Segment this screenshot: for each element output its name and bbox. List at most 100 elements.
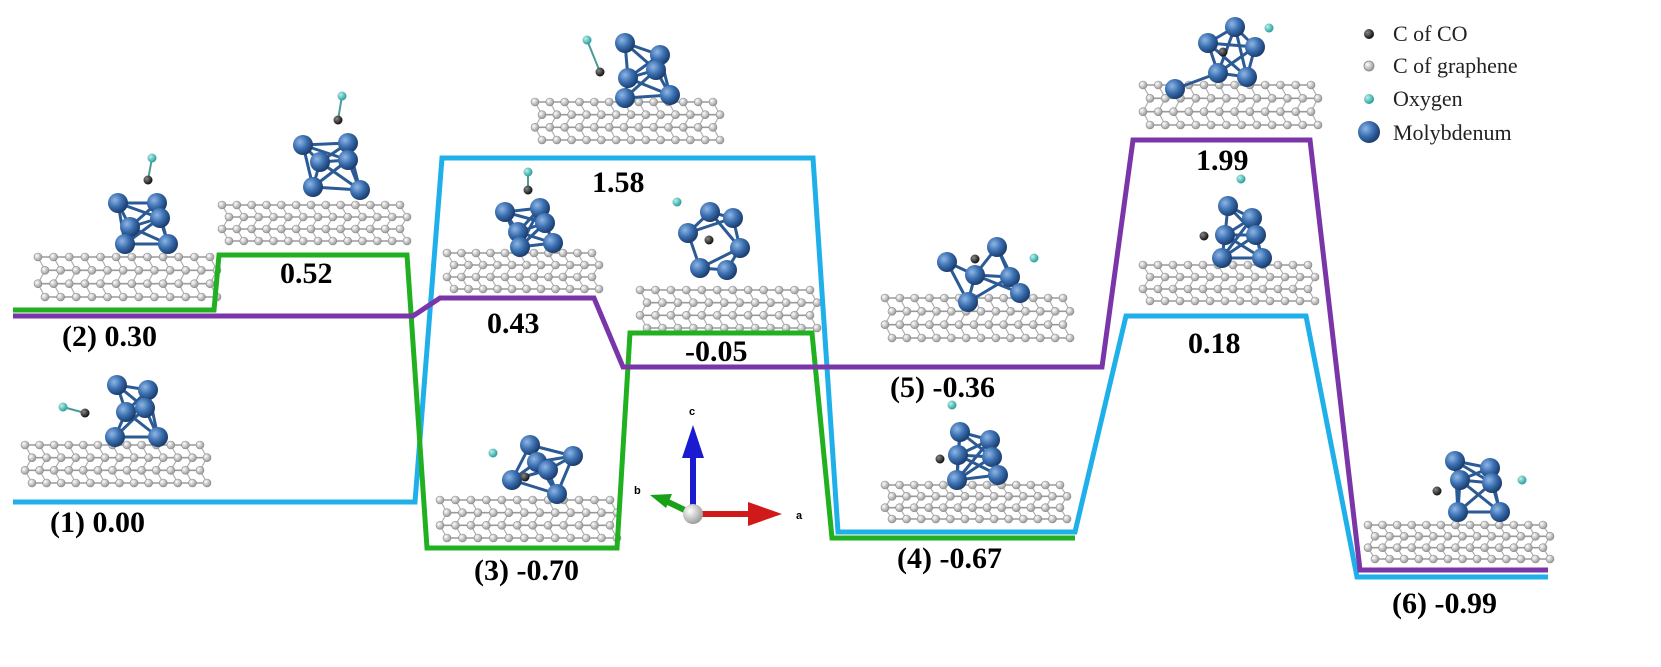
graphene-carbon: [954, 320, 964, 329]
energy-199-label: 1.99: [1196, 144, 1249, 177]
molybdenum-atom: [1218, 196, 1238, 216]
graphene-carbon: [71, 453, 81, 462]
molybdenum-atom: [965, 265, 985, 285]
graphene-carbon: [1252, 120, 1262, 130]
molybdenum-atom: [678, 223, 698, 243]
graphene-carbon: [1545, 532, 1555, 541]
graphene-carbon: [1494, 543, 1504, 552]
molybdenum-atom: [116, 402, 136, 422]
graphene-carbon: [1058, 320, 1068, 329]
graphene-carbon: [1487, 554, 1496, 564]
state-2-label: (2) 0.30: [62, 320, 157, 353]
graphene-carbon: [1222, 120, 1231, 130]
molybdenum-atom: [338, 150, 358, 170]
energy-052-label: 0.52: [280, 257, 333, 290]
graphene-carbon: [887, 492, 897, 501]
graphene-carbon: [1176, 120, 1185, 130]
graphene-carbon: [781, 298, 791, 307]
oxygen-atom: [147, 153, 157, 163]
graphene-carbon: [1310, 296, 1320, 306]
graphene-carbon: [582, 135, 591, 145]
molecular-structures: [20, 17, 1555, 564]
graphene-carbon: [1011, 480, 1021, 490]
graphene-carbon: [1422, 543, 1431, 552]
co-bond: [586, 39, 601, 73]
graphene-carbon: [976, 307, 986, 316]
graphene-carbon: [1378, 520, 1387, 530]
graphene-carbon: [515, 272, 524, 282]
graphene-carbon: [587, 248, 597, 258]
graphene-carbon: [1055, 503, 1065, 512]
graphene-carbon: [750, 298, 760, 307]
graphene-carbon: [989, 492, 999, 501]
graphene-carbon: [1283, 120, 1292, 130]
legend-label: Oxygen: [1393, 86, 1463, 111]
legend-item-c-of-co: C of CO: [1364, 21, 1468, 46]
graphene-carbon: [671, 135, 680, 145]
graphene-carbon: [27, 478, 37, 488]
graphene-carbon: [728, 285, 738, 295]
graphene-carbon: [1298, 120, 1308, 130]
graphene-carbon: [1399, 532, 1409, 541]
oxygen-marker: [1364, 94, 1374, 104]
graphene-carbon: [449, 260, 459, 270]
graphene-carbon: [166, 466, 176, 475]
graphene-carbon: [560, 123, 569, 132]
graphene-carbon: [173, 453, 183, 462]
graphene-carbon: [93, 466, 103, 475]
graphene-carbon: [535, 508, 545, 517]
graphene-carbon: [991, 307, 1001, 316]
graphene-carbon: [1295, 272, 1305, 282]
graphene-carbon: [1399, 554, 1409, 564]
graphene-carbon: [658, 298, 667, 307]
graphene-carbon: [1062, 492, 1072, 501]
graphene-carbon: [144, 478, 153, 488]
graphene-carbon: [1011, 503, 1021, 512]
graphene-carbon: [313, 212, 323, 222]
mo-cluster-10: [1165, 17, 1265, 99]
graphene-carbon: [202, 453, 212, 462]
graphene-carbon: [991, 333, 1001, 343]
energy-158-label: 1.58: [592, 166, 645, 199]
graphene-carbon: [158, 478, 168, 488]
graphene-carbon: [387, 212, 397, 222]
molybdenum-atom: [1198, 33, 1218, 53]
graphene-carbon: [1199, 107, 1209, 116]
graphene-carbon: [656, 135, 665, 145]
graphene-carbon: [118, 292, 128, 302]
graphene-carbon: [932, 333, 941, 343]
graphene-carbon: [217, 200, 227, 210]
graphene-carbon: [71, 478, 81, 488]
graphene-carbon: [664, 123, 673, 132]
graphene-carbon: [197, 266, 206, 275]
molybdenum-atom: [1482, 473, 1502, 493]
graphene-carbon: [42, 453, 51, 462]
graphene-carbon: [812, 323, 822, 333]
graphene-carbon: [1065, 333, 1075, 343]
graphene-carbon: [1265, 296, 1275, 306]
graphene-carbon: [1509, 520, 1519, 530]
graphene-carbon: [774, 311, 784, 320]
graphene-carbon: [458, 533, 467, 543]
graphene-carbon: [960, 492, 970, 501]
graphene-carbon: [493, 284, 502, 294]
graphene-carbon: [1310, 272, 1320, 282]
graphene-carbon: [552, 135, 562, 145]
graphene-carbon: [1509, 543, 1519, 552]
graphene-carbon: [1273, 260, 1283, 270]
graphene-carbon: [1465, 520, 1475, 530]
graphene-carbon: [1472, 532, 1482, 541]
graphene-carbon: [442, 248, 452, 258]
molybdenum-atom: [508, 222, 528, 242]
graphene-carbon: [1436, 543, 1446, 552]
graphene-carbon: [1298, 94, 1308, 103]
graphene-carbon: [700, 135, 710, 145]
graphene-carbon: [642, 298, 652, 307]
graphene-carbon: [358, 236, 367, 246]
graphene-carbon: [150, 266, 159, 275]
graphene-carbon: [673, 298, 683, 307]
graphene-carbon: [321, 224, 331, 234]
graphene-carbon: [545, 123, 555, 132]
molybdenum-atom: [1445, 451, 1465, 471]
